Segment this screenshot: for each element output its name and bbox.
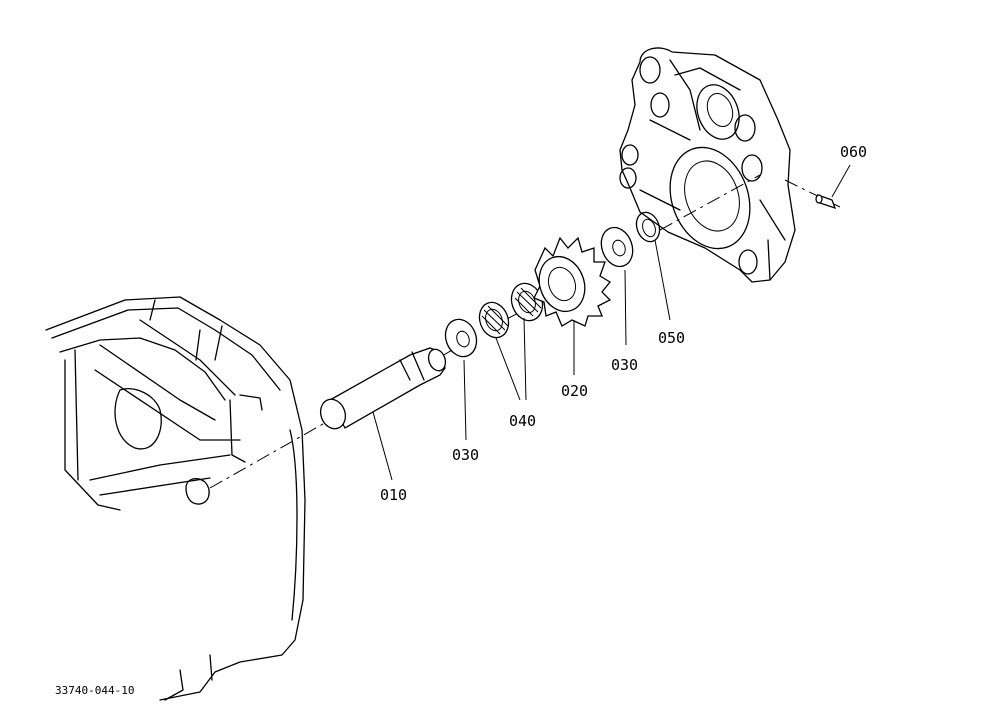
needle-bearings-drawing bbox=[478, 282, 544, 339]
label-020: 020 bbox=[561, 382, 588, 400]
transmission-case-drawing bbox=[45, 296, 306, 701]
shaft-drawing bbox=[319, 347, 447, 430]
label-060: 060 bbox=[840, 143, 867, 161]
label-010: 010 bbox=[380, 486, 407, 504]
gear-cover-drawing bbox=[619, 47, 796, 283]
label-040: 040 bbox=[509, 412, 536, 430]
gear-drawing bbox=[533, 236, 612, 327]
thrust-washer-left-drawing bbox=[444, 318, 478, 358]
label-030-right: 030 bbox=[611, 356, 638, 374]
snap-ring-drawing bbox=[635, 211, 661, 243]
assembly-axis-line bbox=[209, 174, 841, 489]
label-050: 050 bbox=[658, 329, 685, 347]
thrust-washer-right-drawing bbox=[600, 226, 634, 268]
pin-drawing bbox=[815, 193, 837, 210]
label-030-left: 030 bbox=[452, 446, 479, 464]
drawing-code: 33740-044-10 bbox=[55, 684, 134, 697]
leader-lines bbox=[372, 164, 851, 481]
